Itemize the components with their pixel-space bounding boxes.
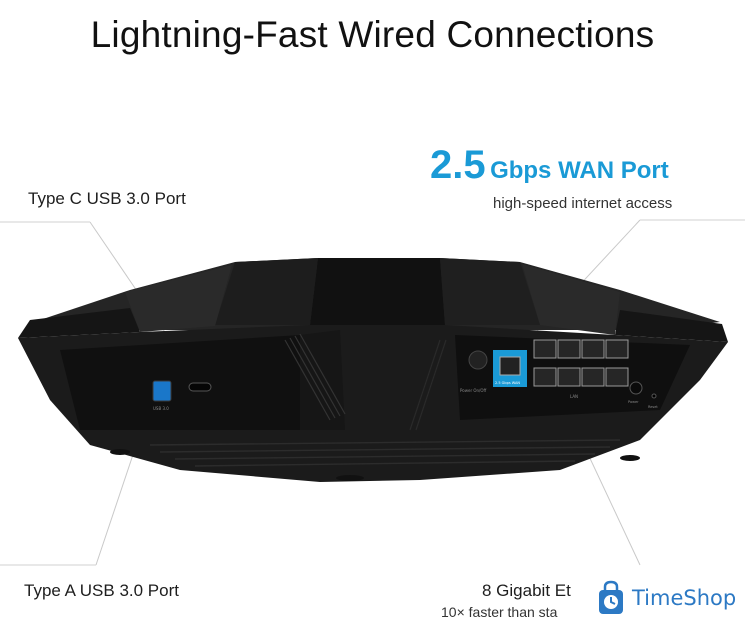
bottom-vent-grille bbox=[149, 439, 621, 467]
reset-label: Reset bbox=[648, 405, 658, 409]
wan-port-subtitle: high-speed internet access bbox=[493, 195, 673, 212]
type-a-usb-label: Type A USB 3.0 Port bbox=[24, 581, 179, 600]
wan-speed-number: 2.5 bbox=[430, 143, 486, 187]
timeshop-watermark: TimeShop bbox=[596, 578, 741, 618]
antenna-right bbox=[615, 310, 728, 342]
router-top-center bbox=[310, 258, 445, 325]
page-title: Lightning-Fast Wired Connections bbox=[90, 14, 655, 55]
lan-port-grid bbox=[533, 339, 629, 387]
router-top-right-facet bbox=[440, 258, 540, 325]
left-vent-grille bbox=[284, 333, 346, 421]
power-button-label: Power On/Off bbox=[460, 388, 487, 393]
usb3-port-label: USB 3.0 bbox=[153, 406, 169, 411]
right-vent-grille bbox=[409, 339, 447, 431]
gigabit-ethernet-subtitle: 10× faster than sta bbox=[441, 604, 558, 620]
left-foot bbox=[110, 449, 130, 455]
router-top-left-facet bbox=[215, 258, 318, 325]
usb-panel bbox=[60, 335, 300, 430]
antenna-left bbox=[18, 308, 140, 338]
usb-a-port-icon bbox=[152, 380, 172, 402]
shopping-bag-clock-icon bbox=[599, 580, 623, 614]
antenna-right-mid bbox=[522, 264, 620, 335]
wan-port-silk: 2.5 Gbps WAN bbox=[495, 381, 520, 385]
wan-ethernet-port-icon bbox=[499, 356, 521, 376]
usb-c-port-icon bbox=[188, 382, 212, 392]
right-foot bbox=[620, 455, 640, 461]
power-button-icon bbox=[468, 350, 488, 370]
center-foot bbox=[336, 475, 364, 481]
antenna-left-mid bbox=[125, 265, 232, 332]
lan-silk-label: LAN bbox=[570, 394, 578, 399]
power-jack-icon bbox=[629, 381, 643, 395]
power-jack-label: Power bbox=[628, 400, 639, 404]
timeshop-brand-text: TimeShop bbox=[632, 586, 737, 610]
gigabit-ethernet-label: 8 Gigabit Et bbox=[482, 581, 571, 600]
wan-port-label: Gbps WAN Port bbox=[490, 157, 669, 184]
wan-port-heading: 2.5 Gbps WAN Port bbox=[430, 145, 669, 185]
type-c-usb-label: Type C USB 3.0 Port bbox=[28, 189, 186, 208]
reset-hole-icon bbox=[651, 393, 657, 399]
